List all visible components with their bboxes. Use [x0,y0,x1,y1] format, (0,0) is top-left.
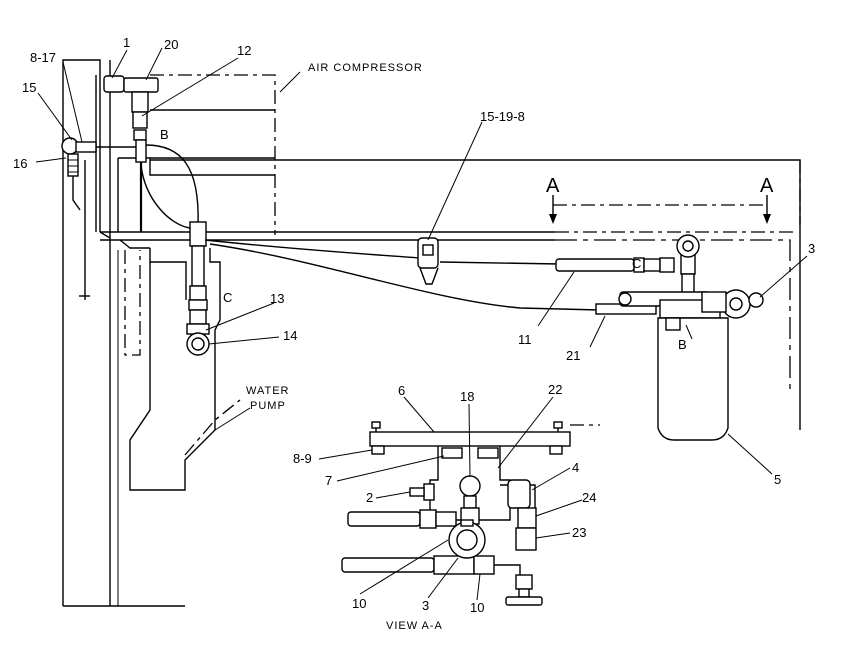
frame-rails [99,159,801,430]
section-arrows [549,195,771,224]
captions: AIR COMPRESSOR WATER PUMP VIEW A-A [246,62,443,632]
label-11: 11 [518,332,532,347]
label-10-left: 10 [352,596,366,611]
part-labels: 1 20 12 8-17 15 16 B 15-19-8 A A 3 C C 1… [13,35,815,615]
label-3-bottom: 3 [422,598,429,613]
leader-lines [35,47,808,601]
label-21: 21 [566,348,580,363]
label-15: 15 [22,80,36,95]
label-6: 6 [398,383,405,398]
label-c-left: C [223,290,232,305]
label-8-9: 8-9 [293,451,312,466]
label-13: 13 [270,291,284,306]
water-pump-fittings [129,221,241,491]
filter-assembly [618,234,764,441]
label-16: 16 [13,156,27,171]
label-b-top: B [160,127,169,142]
label-12: 12 [237,43,251,58]
hoses [204,237,675,315]
label-7: 7 [325,473,332,488]
label-10-right: 10 [470,600,484,615]
label-20: 20 [164,37,178,52]
label-14: 14 [283,328,297,343]
label-b-right: B [678,337,687,352]
label-23: 23 [572,525,586,540]
label-4: 4 [572,460,579,475]
label-1: 1 [123,35,130,50]
label-15-19-8: 15-19-8 [480,109,525,124]
label-2: 2 [366,490,373,505]
air-compressor-label: AIR COMPRESSOR [308,62,423,74]
label-5: 5 [774,472,781,487]
label-a-right: A [760,175,774,197]
view-aa [341,421,600,606]
label-24: 24 [582,490,596,505]
engine-outline [62,59,185,607]
label-18: 18 [460,389,474,404]
label-8-17: 8-17 [30,50,56,65]
label-22: 22 [548,382,562,397]
water-label: WATER [246,385,290,397]
label-a-left: A [546,175,560,197]
label-c-right: C [632,256,641,271]
pump-label: PUMP [250,400,286,412]
view-aa-caption: VIEW A-A [386,620,443,632]
label-3-top: 3 [808,241,815,256]
top-fittings [61,75,199,232]
